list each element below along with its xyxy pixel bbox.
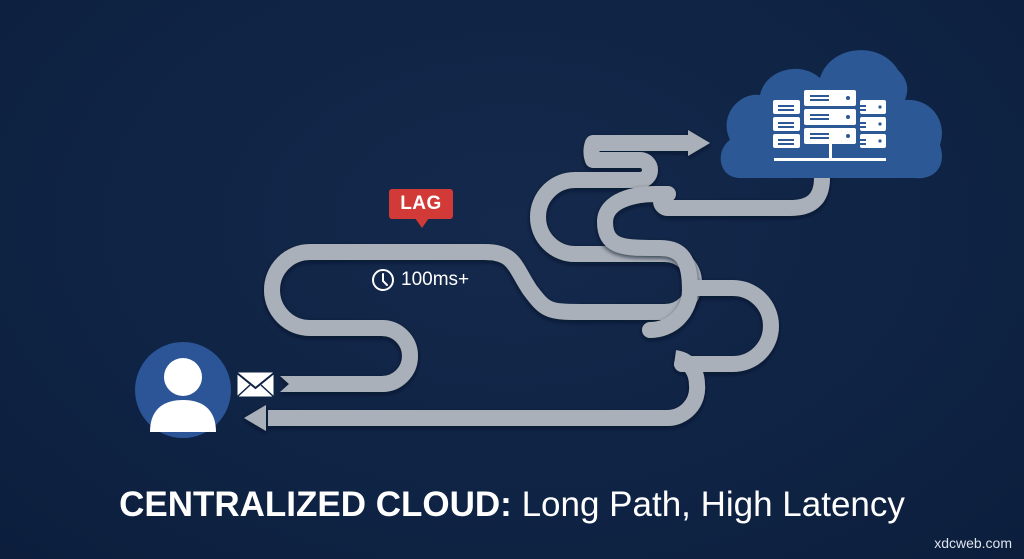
title-rest: Long Path, High Latency bbox=[511, 485, 905, 524]
user-icon bbox=[150, 358, 216, 432]
title-bold: CENTRALIZED CLOUD: bbox=[119, 485, 512, 524]
return-path bbox=[244, 170, 830, 431]
envelope-icon bbox=[236, 371, 275, 398]
latency-indicator: 100ms+ bbox=[371, 268, 469, 292]
latency-value: 100ms+ bbox=[401, 269, 470, 290]
server-details bbox=[778, 95, 882, 145]
lag-badge: LAG bbox=[389, 189, 453, 228]
lag-badge-label: LAG bbox=[400, 193, 442, 214]
watermark: xdcweb.com bbox=[934, 535, 1012, 551]
clock-icon bbox=[372, 269, 394, 291]
user-node bbox=[135, 342, 231, 438]
outbound-path bbox=[264, 130, 710, 392]
diagram-title: CENTRALIZED CLOUD: Long Path, High Laten… bbox=[0, 485, 1024, 525]
cloud-node bbox=[720, 50, 942, 179]
